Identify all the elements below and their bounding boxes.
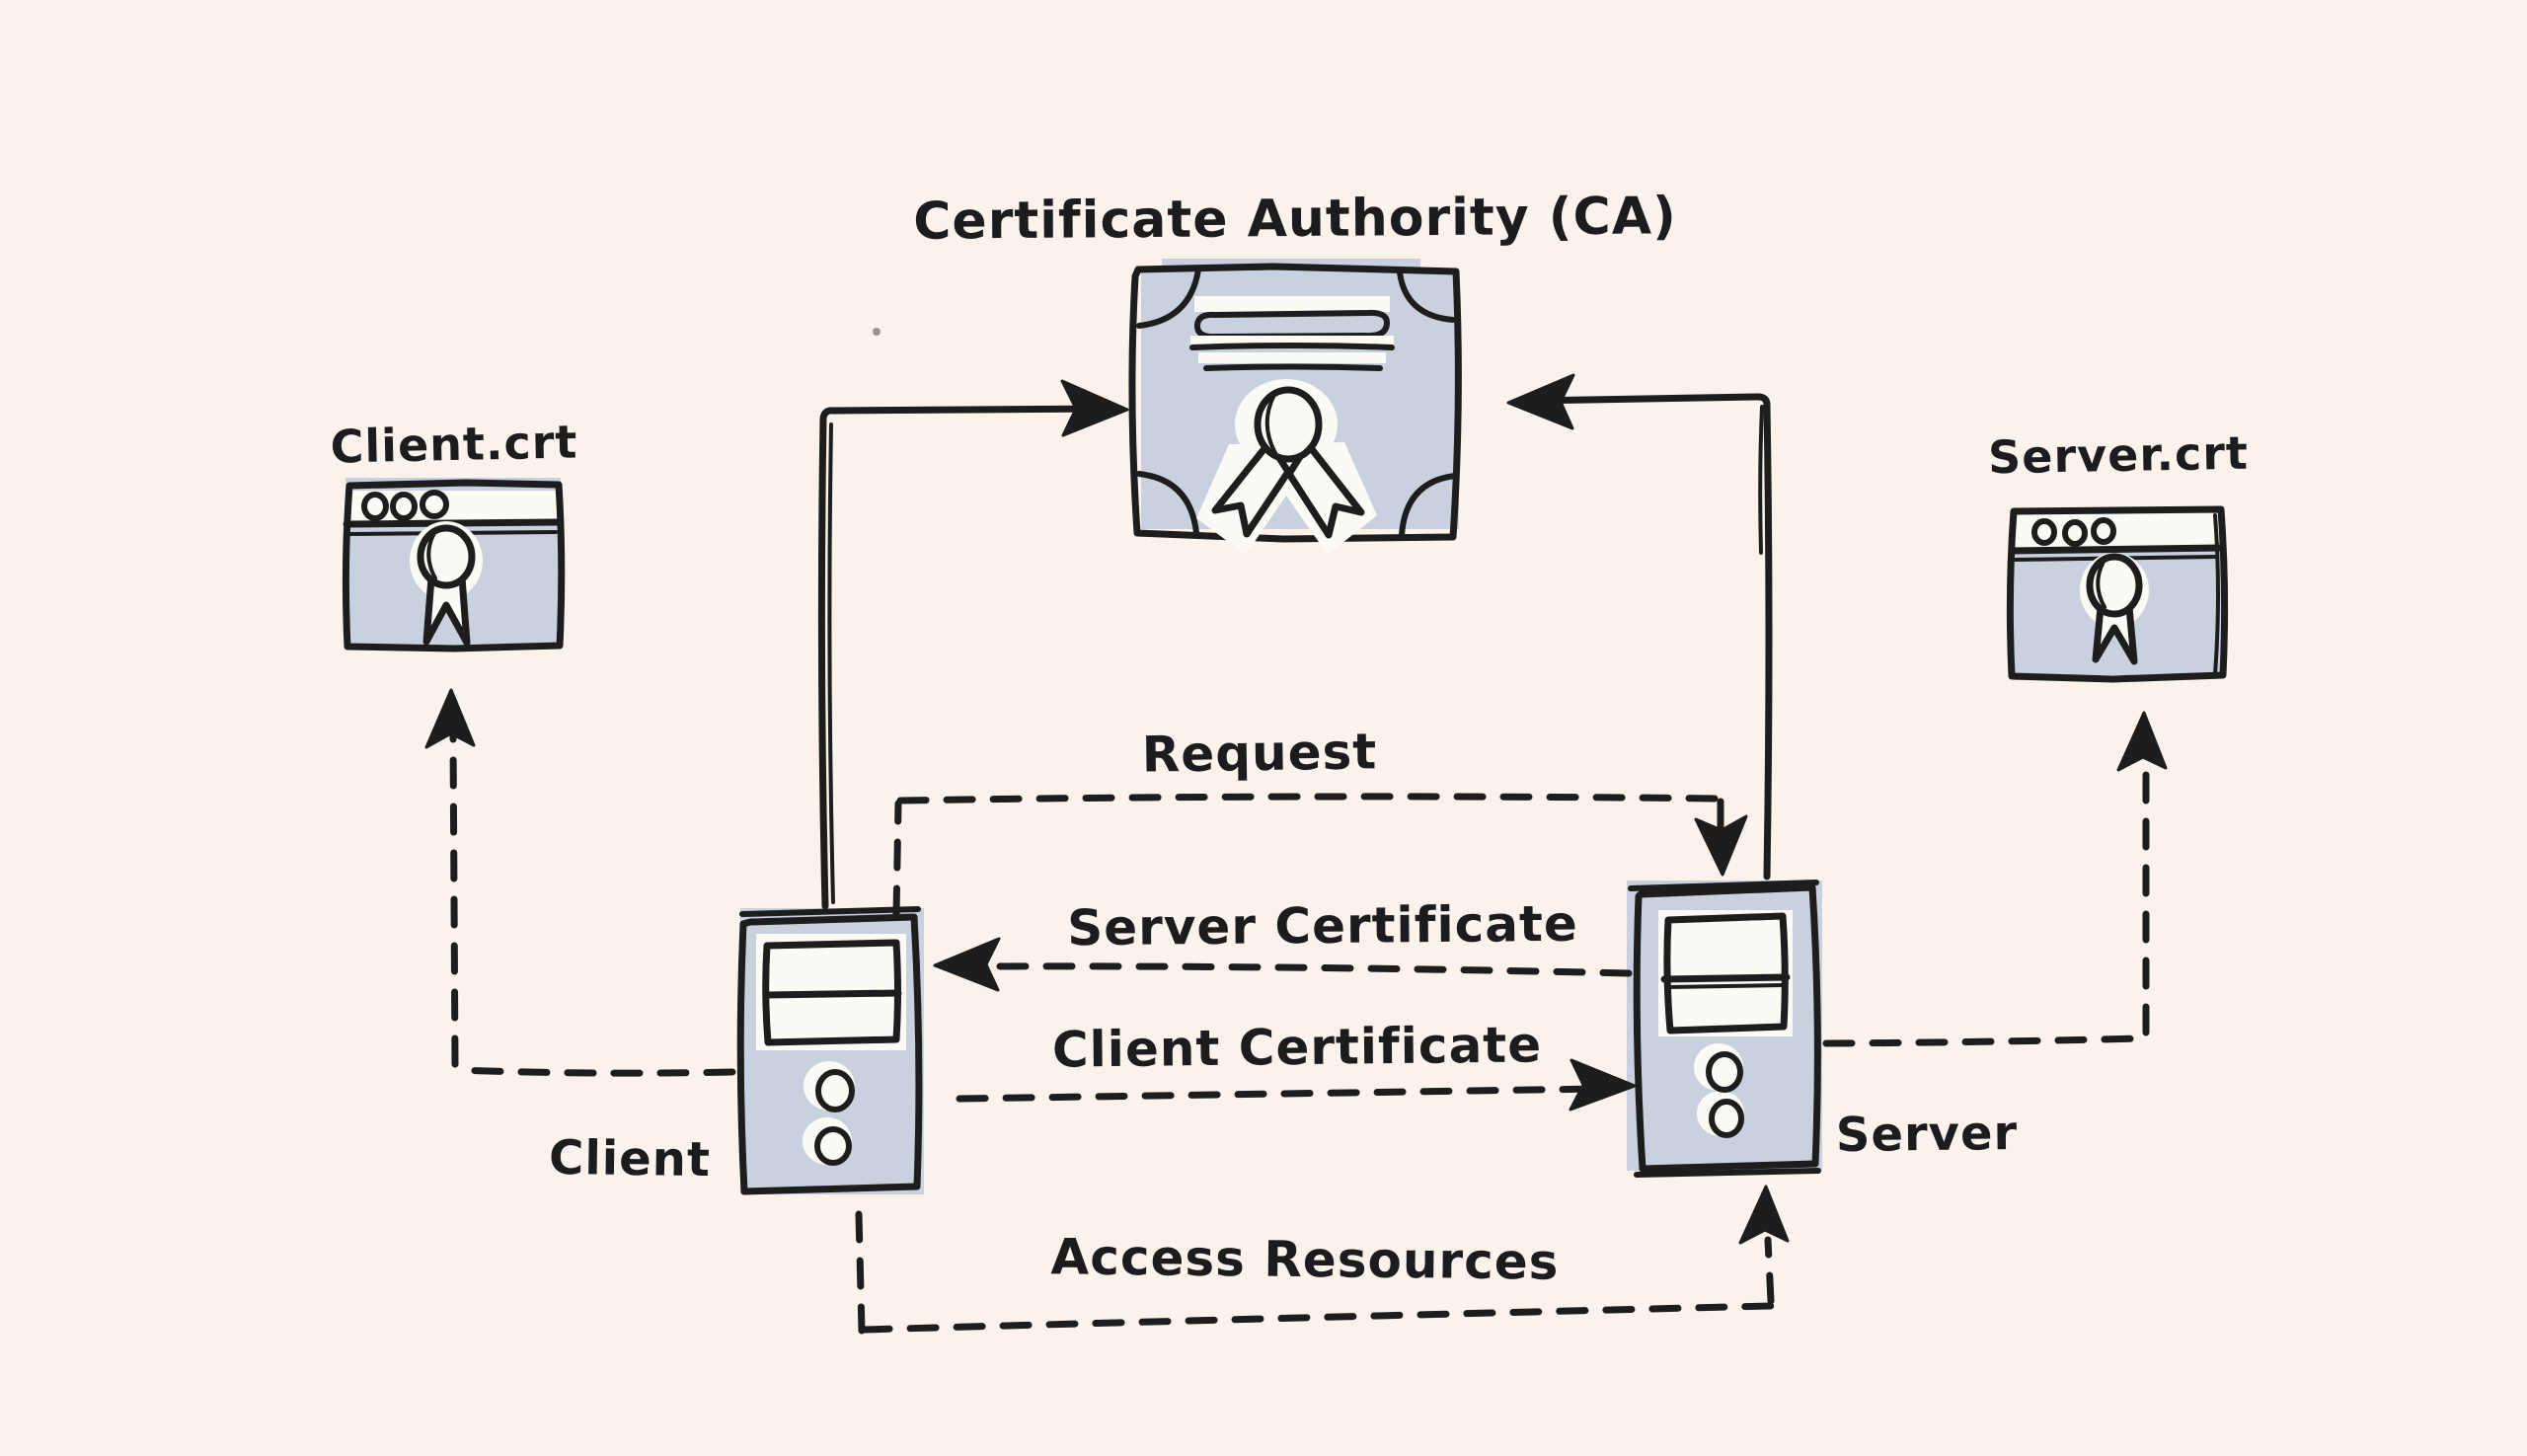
- arrow-access-resources: [855, 1185, 1790, 1335]
- arrow-request: [892, 793, 1748, 918]
- server-crt-window-icon: [2006, 505, 2229, 683]
- stray-dot: [873, 328, 881, 336]
- client-certificate-edge-label: Client Certificate: [1051, 1016, 1543, 1079]
- arrow-server-to-server-crt: [1822, 711, 2168, 1047]
- arrow-client-certificate: [956, 1058, 1637, 1111]
- arrow-client-to-ca: [817, 379, 1129, 910]
- request-edge-label: Request: [1141, 723, 1378, 784]
- ca-title: Certificate Authority (CA): [913, 187, 1677, 252]
- client-crt-window-icon: [342, 478, 566, 652]
- server-crt-label: Server.crt: [1987, 425, 2250, 485]
- client-tower-icon: [736, 906, 924, 1195]
- certificate-authority-icon: [1128, 259, 1462, 555]
- arrow-server-to-ca: [1506, 373, 1773, 881]
- arrow-server-certificate: [933, 937, 1633, 992]
- client-label: Client: [548, 1129, 712, 1188]
- server-certificate-edge-label: Server Certificate: [1066, 894, 1579, 958]
- server-tower-icon: [1627, 880, 1822, 1178]
- client-crt-label: Client.crt: [330, 415, 578, 474]
- access-resources-edge-label: Access Resources: [1050, 1228, 1560, 1291]
- arrow-client-to-client-crt: [424, 688, 736, 1077]
- server-label: Server: [1835, 1106, 2019, 1163]
